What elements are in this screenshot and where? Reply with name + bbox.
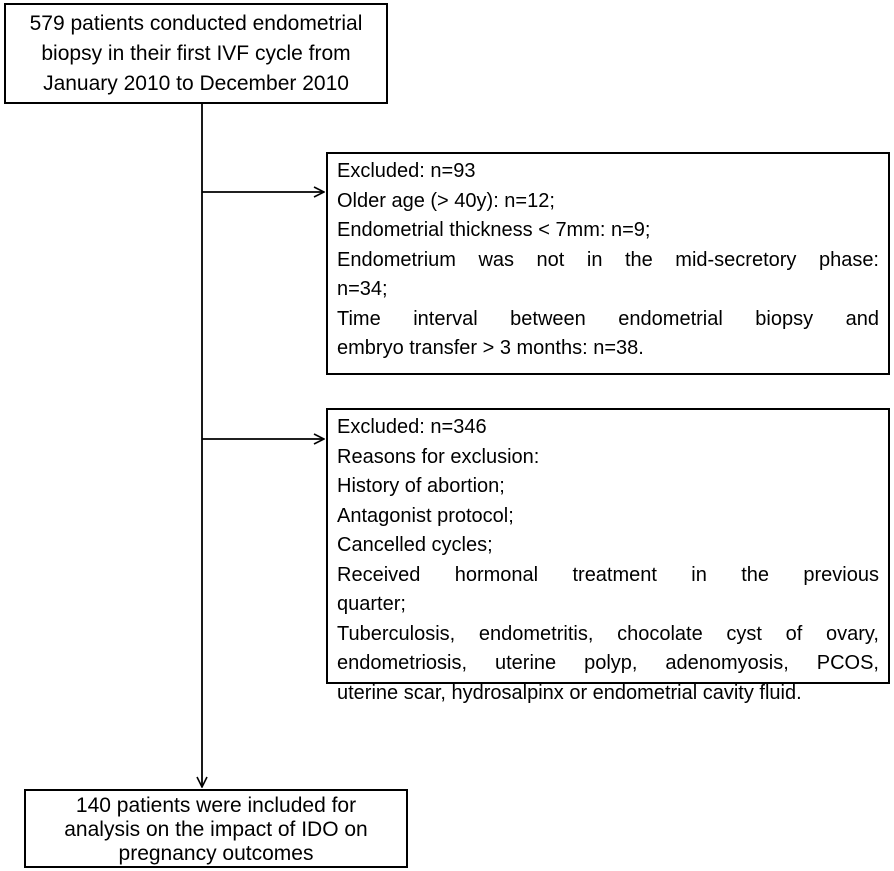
exclusion-1-line: Endometrial thickness < 7mm: n=9; — [337, 219, 651, 241]
final-box-line: analysis on the impact of IDO on — [64, 818, 368, 841]
exclusion-box-2: Excluded: n=346 Reasons for exclusion: H… — [326, 408, 890, 704]
exclusion-2-line: Reasons for exclusion: — [337, 445, 540, 468]
exclusion-1-line: n=34; — [337, 278, 388, 300]
start-box-line: biopsy in their first IVF cycle from — [41, 42, 351, 65]
start-box-line: January 2010 to December 2010 — [43, 72, 349, 95]
exclusion-2-line: Cancelled cycles; — [337, 534, 493, 556]
exclusion-1-line: Excluded: n=93 — [337, 160, 476, 182]
exclusion-1-line: Endometrium was not in the mid-secretory… — [337, 248, 879, 271]
exclusion-2-line: uterine scar, hydrosalpinx or endometria… — [337, 681, 802, 704]
final-box-line: pregnancy outcomes — [118, 842, 314, 865]
final-box: 140 patients were included for analysis … — [24, 789, 408, 868]
start-box-line: 579 patients conducted endometrial — [29, 12, 363, 35]
start-box: 579 patients conducted endometrial biops… — [4, 3, 388, 104]
exclusion-2-line: Excluded: n=346 — [337, 416, 487, 438]
exclusion-2-line: Received hormonal treatment in the previ… — [337, 563, 879, 586]
exclusion-2-line: Tuberculosis, endometritis, chocolate cy… — [337, 622, 879, 645]
exclusion-2-line: endometriosis, uterine polyp, adenomyosi… — [337, 652, 879, 674]
exclusion-1-line: Time interval between endometrial biopsy… — [337, 307, 879, 330]
final-box-line: 140 patients were included for — [75, 794, 357, 817]
exclusion-1-line: embryo transfer > 3 months: n=38. — [337, 337, 644, 359]
exclusion-2-line: Antagonist protocol; — [337, 504, 514, 527]
exclusion-box-1: Excluded: n=93 Older age (> 40y): n=12; … — [326, 152, 890, 375]
exclusion-1-line: Older age (> 40y): n=12; — [337, 189, 555, 212]
exclusion-2-line: History of abortion; — [337, 475, 505, 497]
exclusion-2-line: quarter; — [337, 593, 406, 615]
